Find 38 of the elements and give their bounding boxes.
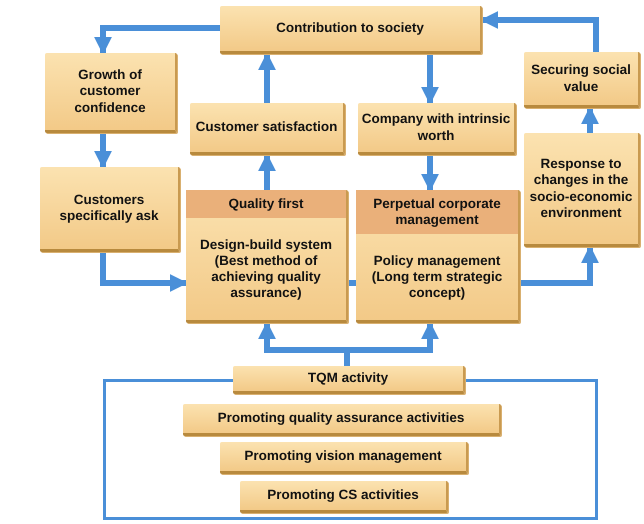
- box-text: Promoting vision management: [243, 448, 443, 465]
- box-text: Securing social value: [530, 62, 632, 95]
- arrow: [421, 54, 439, 105]
- arrow: [100, 252, 188, 292]
- process-box: [524, 52, 640, 108]
- box-text: Customer satisfaction: [194, 119, 338, 136]
- box-heading: Perpetual corporate management: [356, 190, 518, 234]
- box-text: Promoting CS activities: [266, 487, 420, 504]
- process-box: [45, 53, 177, 133]
- process-box: [220, 442, 468, 474]
- box-heading: Quality first: [186, 190, 346, 218]
- process-box: [358, 103, 516, 155]
- arrow: [520, 245, 599, 286]
- box-text: Contribution to society: [275, 20, 425, 37]
- box-text: Policy management (Long term strategic concept): [370, 252, 504, 302]
- box-text: Promoting quality assurance activities: [216, 410, 466, 427]
- arrow: [421, 155, 439, 192]
- box-text: Customers specifically ask: [58, 192, 160, 224]
- process-box: [524, 133, 640, 247]
- process-box: [240, 481, 448, 513]
- arrow: [258, 153, 276, 190]
- process-box: [233, 366, 465, 394]
- process-box: [220, 6, 482, 54]
- arrow: [480, 11, 599, 52]
- process-card: [186, 190, 348, 323]
- box-text: Design-build system (Best method of achieving quality assurance): [198, 236, 334, 302]
- arrow: [581, 106, 599, 133]
- process-card: [356, 190, 520, 323]
- box-text: Growth of customer confidence: [73, 67, 147, 116]
- process-box: [183, 404, 501, 436]
- arrow: [94, 133, 112, 169]
- box-text: Response to changes in the socio-economic environment: [528, 156, 634, 221]
- process-box: [40, 167, 180, 252]
- arrow: [94, 25, 220, 55]
- box-text: Company with intrinsic worth: [360, 111, 512, 144]
- arrow: [258, 52, 276, 103]
- box-text: TQM activity: [306, 370, 390, 387]
- process-box: [190, 103, 345, 155]
